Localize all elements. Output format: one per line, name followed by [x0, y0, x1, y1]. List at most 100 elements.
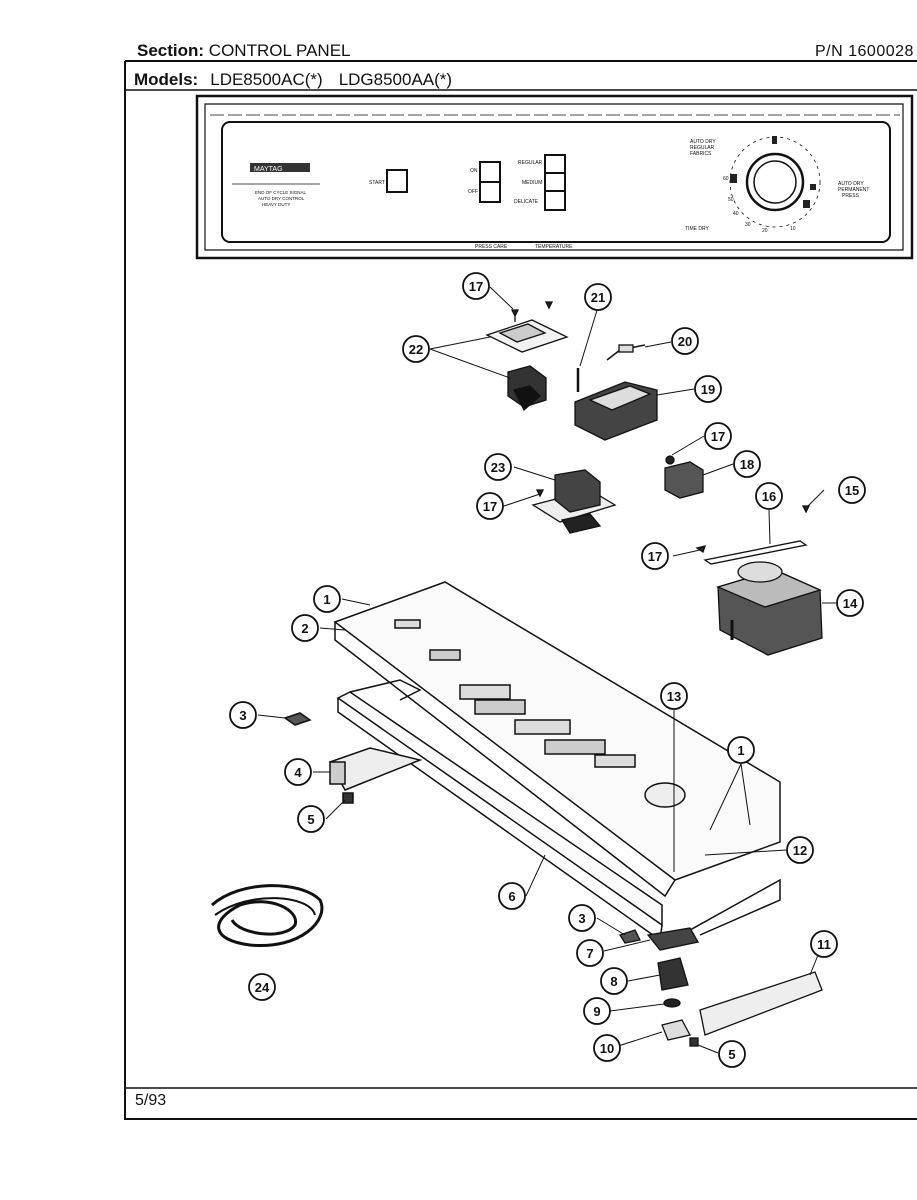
svg-text:15: 15: [845, 483, 859, 498]
callout-5a: 5: [297, 805, 325, 833]
callout-17c: 17: [476, 492, 504, 520]
callout-6: 6: [498, 882, 526, 910]
dial-text: AUTO DRY REGULAR FABRICS AUTO DRY PERMAN…: [475, 139, 869, 250]
svg-text:OFF: OFF: [468, 189, 478, 195]
callout-13: 13: [660, 682, 688, 710]
callout-7: 7: [576, 939, 604, 967]
section-label: Section:: [137, 41, 205, 60]
svg-text:10: 10: [790, 226, 796, 232]
svg-text:AUTO DRY CONTROL: AUTO DRY CONTROL: [258, 196, 305, 201]
svg-text:13: 13: [667, 689, 681, 704]
svg-text:23: 23: [491, 460, 505, 475]
svg-text:11: 11: [817, 937, 831, 952]
svg-text:30: 30: [745, 222, 751, 228]
callout-21: 21: [584, 283, 612, 311]
svg-text:17: 17: [483, 499, 497, 514]
svg-text:TEMPERATURE: TEMPERATURE: [535, 244, 573, 250]
callout-3a: 3: [229, 701, 257, 729]
svg-text:5: 5: [307, 812, 314, 827]
svg-text:1: 1: [737, 743, 744, 758]
callout-markers: 17 22 21 20 19 17 18 23 17 15 16 17 14 1…: [229, 272, 866, 1068]
svg-text:PRESS CARE: PRESS CARE: [475, 244, 508, 250]
callout-2: 2: [291, 614, 319, 642]
svg-text:END OF CYCLE SIGNAL: END OF CYCLE SIGNAL: [255, 190, 307, 195]
models-heading: Models: LDE8500AC(*) LDG8500AA(*): [134, 70, 452, 90]
section-value: CONTROL PANEL: [208, 41, 351, 60]
callout-5b: 5: [718, 1040, 746, 1068]
callout-17b: 17: [704, 422, 732, 450]
part-number: P/N 1600028: [815, 43, 914, 61]
svg-text:HEAVY DUTY: HEAVY DUTY: [262, 202, 290, 207]
svg-text:18: 18: [740, 457, 754, 472]
svg-text:14: 14: [843, 596, 858, 611]
svg-text:TIME DRY: TIME DRY: [685, 226, 709, 232]
svg-text:17: 17: [648, 549, 662, 564]
svg-text:12: 12: [793, 843, 807, 858]
svg-text:17: 17: [469, 279, 483, 294]
callout-24: 24: [248, 973, 276, 1001]
svg-text:PRESS: PRESS: [842, 193, 860, 199]
svg-text:21: 21: [591, 290, 605, 305]
start-label: START: [369, 180, 385, 186]
svg-text:16: 16: [762, 489, 776, 504]
callout-23: 23: [484, 453, 512, 481]
svg-text:DELICATE: DELICATE: [514, 199, 539, 205]
callout-12: 12: [786, 836, 814, 864]
callout-11: 11: [810, 930, 838, 958]
callout-16: 16: [755, 482, 783, 510]
svg-text:1: 1: [323, 592, 330, 607]
callout-15: 15: [838, 476, 866, 504]
svg-text:40: 40: [733, 211, 739, 217]
svg-text:5: 5: [728, 1047, 735, 1062]
svg-text:AUTO DRY: AUTO DRY: [838, 181, 864, 187]
panel-frame-parts: [283, 581, 781, 942]
callout-22: 22: [402, 335, 430, 363]
svg-text:20: 20: [762, 228, 768, 234]
footer-date: 5/93: [135, 1092, 167, 1109]
svg-text:REGULAR: REGULAR: [518, 160, 543, 166]
callout-20: 20: [671, 327, 699, 355]
svg-text:AUTO DRY: AUTO DRY: [690, 139, 716, 145]
lower-parts: [211, 884, 823, 1047]
callout-14: 14: [836, 589, 864, 617]
leader-lines: [257, 286, 836, 1054]
callout-8: 8: [600, 967, 628, 995]
svg-text:60: 60: [723, 176, 729, 182]
svg-text:REGULAR: REGULAR: [690, 145, 715, 151]
callout-18: 18: [733, 450, 761, 478]
svg-text:19: 19: [701, 382, 715, 397]
svg-text:24: 24: [255, 980, 270, 995]
svg-text:PERMANENT: PERMANENT: [838, 187, 869, 193]
svg-text:8: 8: [610, 974, 617, 989]
pn-value: 1600028: [848, 43, 914, 60]
callout-17a: 17: [462, 272, 490, 300]
callout-9: 9: [583, 997, 611, 1025]
brand-logo: MAYTAG: [254, 166, 283, 173]
timer-dial: [745, 152, 805, 212]
callout-1a: 1: [313, 585, 341, 613]
callout-4: 4: [284, 758, 312, 786]
svg-text:FABRICS: FABRICS: [690, 151, 712, 157]
callout-3b: 3: [568, 904, 596, 932]
callout-10: 10: [593, 1034, 621, 1062]
callout-1b: 1: [727, 736, 755, 764]
svg-text:17: 17: [711, 429, 725, 444]
svg-text:2: 2: [301, 621, 308, 636]
svg-text:10: 10: [600, 1041, 614, 1056]
svg-text:20: 20: [678, 334, 692, 349]
svg-text:9: 9: [593, 1004, 600, 1019]
svg-text:7: 7: [586, 946, 593, 961]
svg-text:50: 50: [728, 197, 734, 203]
page-frame: [124, 60, 917, 1120]
svg-text:ON: ON: [470, 168, 478, 174]
svg-text:22: 22: [409, 342, 423, 357]
callout-19: 19: [694, 375, 722, 403]
models-label: Models:: [134, 70, 199, 89]
callout-17d: 17: [641, 542, 669, 570]
control-panel-console: MAYTAG END OF CYCLE SIGNAL AUTO DRY CONT…: [195, 94, 914, 260]
model-1: LDE8500AC(*): [210, 70, 323, 89]
pn-label: P/N: [815, 43, 844, 60]
model-2: LDG8500AA(*): [338, 70, 453, 89]
upper-parts: [485, 301, 823, 656]
